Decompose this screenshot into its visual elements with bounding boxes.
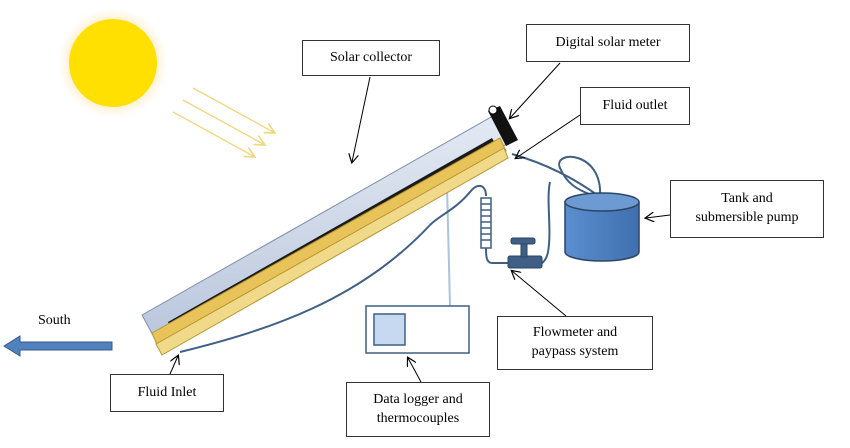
arrow-tank [646,215,671,218]
sun-core [69,19,157,107]
label-text: Flowmeter and [532,325,618,341]
collector-base [155,147,509,356]
meter-sensor [488,105,498,115]
digital-meter-device [488,106,518,146]
valve-pump [507,237,543,269]
label-text: Tank and [721,191,773,207]
flowmeter-return-pipe [429,184,487,226]
label-fluid-inlet: Fluid Inlet [110,374,224,412]
callout-arrows [169,62,671,383]
sun-ray [182,99,265,145]
sun [58,8,168,118]
tank [564,192,640,262]
support-rod [446,184,451,307]
arrow-solar-collector [352,76,371,162]
valve-handle [510,237,536,245]
label-text: Digital solar meter [555,34,661,50]
label-text: submersible pump [695,210,799,225]
label-text: South [38,313,71,328]
collector-reflector [151,137,507,348]
label-flowmeter: Flowmeter and paypass system [497,316,653,370]
sun-ray [172,111,255,157]
arrow-data-logger [408,358,422,383]
flowmeter-coil [480,197,492,249]
label-digital-solar-meter: Digital solar meter [526,24,690,62]
arrow-fluid-outlet [516,114,581,158]
data-logger-device [365,305,470,354]
sun-ray [192,87,275,133]
label-text: Data logger and [373,391,463,407]
arrow-flowmeter [512,271,567,317]
tank-top [564,192,640,212]
tank-to-pump-pipe [534,181,551,267]
valve-body [507,255,543,269]
label-data-logger: Data logger and thermocouples [346,382,490,437]
label-tank-and-pump: Tank and submersible pump [670,180,824,238]
sun-rays [172,87,275,157]
pump-to-flowmeter-pipe [485,247,508,264]
label-fluid-outlet: Fluid outlet [580,87,690,125]
label-text: thermocouples [376,410,460,426]
south-arrow [3,335,113,357]
inlet-pipe [179,224,431,353]
label-south: South [38,313,71,329]
label-text: Fluid Inlet [137,384,197,400]
label-text: Fluid outlet [602,97,668,113]
arrow-fluid-inlet [169,356,178,375]
tank-loop-pipe [558,155,602,198]
tank-body [564,201,640,262]
label-text: Solar collector [329,49,413,65]
label-solar-collector: Solar collector [302,40,440,76]
outlet-pipe [511,153,601,198]
data-logger-screen [373,313,406,346]
valve-stem [520,242,528,258]
label-text: paypass system [531,344,619,359]
arrow-digital-meter [510,62,561,118]
solar-collector [141,105,518,356]
pipes [179,153,602,353]
